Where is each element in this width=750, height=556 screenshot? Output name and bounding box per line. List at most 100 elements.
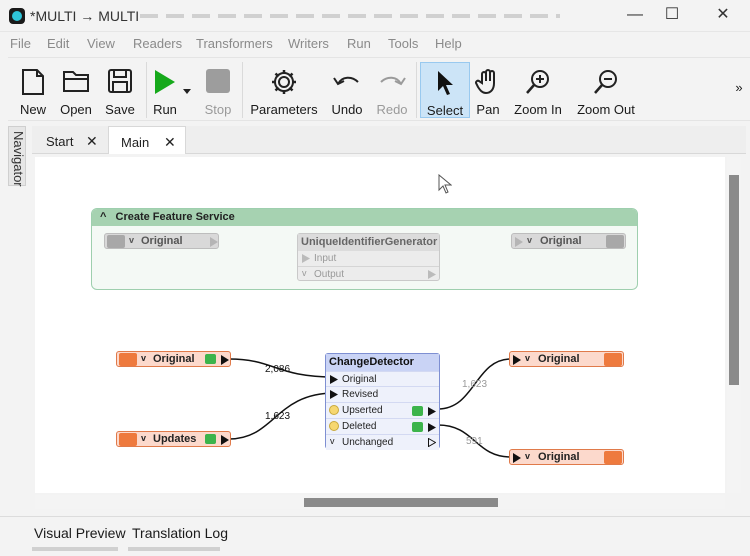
output-port-icon [428, 423, 436, 432]
attribute-icon[interactable] [329, 421, 339, 431]
layers-icon [604, 451, 622, 464]
port-upserted[interactable]: Upserted [326, 402, 439, 418]
navigator-label: Navigator [11, 131, 26, 187]
layers-icon [604, 353, 622, 366]
toolbar: New Open Save Run Stop Parameters Undo R… [8, 57, 750, 121]
open-button[interactable]: Open [56, 62, 96, 118]
output-port-icon [428, 407, 436, 416]
new-file-icon [22, 69, 44, 95]
select-button[interactable]: Select [420, 62, 470, 118]
redo-button[interactable]: Redo [372, 62, 412, 118]
output-port-icon[interactable] [221, 435, 229, 445]
bookmark-header[interactable]: ^ Create Feature Service [92, 209, 637, 226]
chevron-down-icon[interactable]: v [330, 436, 335, 446]
output-port-icon [428, 438, 436, 447]
eye-icon[interactable] [205, 434, 216, 444]
menu-edit[interactable]: Edit [47, 36, 70, 51]
menu-file[interactable]: File [10, 36, 31, 51]
input-port-icon[interactable] [513, 453, 521, 463]
tab-main[interactable]: Main ✕ [108, 126, 186, 154]
port-deleted[interactable]: Deleted [326, 418, 439, 434]
zoom-in-icon [526, 70, 549, 94]
writer-original-deleted[interactable]: v Original [509, 449, 624, 465]
run-button[interactable]: Run [148, 62, 182, 118]
reader-updates[interactable]: v Updates [116, 431, 231, 447]
minimize-button[interactable]: — [627, 6, 643, 23]
close-window-button[interactable]: ✕ [716, 6, 730, 23]
tab-translation-log[interactable]: Translation Log [132, 525, 228, 541]
chevron-down-icon[interactable]: v [129, 235, 135, 245]
save-button[interactable]: Save [100, 62, 140, 118]
menu-tools[interactable]: Tools [388, 36, 419, 51]
menu-help[interactable]: Help [435, 36, 462, 51]
tab-main-close-icon[interactable]: ✕ [164, 134, 176, 150]
tab-main-label: Main [121, 135, 150, 150]
output-port-icon[interactable] [221, 355, 229, 365]
port-original[interactable]: Original [326, 371, 439, 387]
input-port-icon[interactable] [515, 237, 523, 247]
menu-writers[interactable]: Writers [288, 36, 329, 51]
port-input[interactable]: Input [298, 251, 439, 267]
menu-transformers[interactable]: Transformers [196, 36, 273, 51]
mouse-pointer-icon [438, 174, 452, 194]
toolbar-separator [242, 62, 243, 118]
window-title: *MULTI → MULTI [30, 8, 140, 24]
new-button[interactable]: New [12, 62, 54, 118]
maximize-button[interactable]: ☐ [664, 6, 680, 23]
cursor-arrow-icon [438, 71, 453, 95]
zoom-in-button[interactable]: Zoom In [510, 62, 566, 118]
input-port-icon [330, 390, 338, 399]
bottom-panel-tabs: Visual Preview Translation Log [0, 516, 750, 556]
chevron-down-icon[interactable]: v [302, 268, 307, 278]
pan-button[interactable]: Pan [472, 62, 504, 118]
eye-icon[interactable] [412, 422, 423, 432]
vertical-scrollbar[interactable] [727, 157, 741, 493]
tab-underline [32, 547, 118, 551]
parameters-button[interactable]: Parameters [248, 62, 320, 118]
reader-original[interactable]: v Original [116, 351, 231, 367]
eye-icon[interactable] [205, 354, 216, 364]
bookmark-writer-original[interactable]: v Original [511, 233, 626, 249]
chevron-down-icon[interactable]: v [141, 433, 147, 443]
stop-icon [206, 69, 230, 93]
menu-readers[interactable]: Readers [133, 36, 183, 51]
tab-visual-preview[interactable]: Visual Preview [34, 525, 126, 541]
stop-button[interactable]: Stop [200, 62, 236, 118]
output-port-icon[interactable] [210, 237, 218, 247]
attribute-icon[interactable] [329, 405, 339, 415]
bookmark-collapse-icon[interactable]: ^ [100, 211, 107, 223]
run-dropdown-button[interactable] [182, 62, 192, 118]
chevron-down-icon[interactable]: v [141, 353, 147, 363]
chevron-down-icon[interactable]: v [525, 353, 531, 363]
zoom-out-button[interactable]: Zoom Out [572, 62, 640, 118]
port-revised[interactable]: Revised [326, 386, 439, 402]
tab-start-label: Start [46, 134, 74, 149]
transformer-change-detector[interactable]: ChangeDetector Original Revised Upserted… [325, 353, 440, 450]
folder-icon [63, 71, 89, 92]
toolbar-overflow-button[interactable]: » [735, 80, 743, 95]
chevron-down-icon[interactable]: v [525, 451, 531, 461]
navigator-tab[interactable]: Navigator [8, 126, 26, 187]
layers-icon [606, 235, 624, 248]
undo-button[interactable]: Undo [326, 62, 368, 118]
menu-run[interactable]: Run [347, 36, 371, 51]
port-unchanged[interactable]: v Unchanged [326, 434, 439, 450]
workspace-canvas[interactable]: ^ Create Feature Service v Original Uniq… [35, 157, 725, 493]
bookmark-create-feature-service[interactable]: ^ Create Feature Service v Original Uniq… [91, 208, 638, 290]
transformer-unique-identifier-generator[interactable]: UniqueIdentifierGenerator Input v Output [297, 233, 440, 281]
tab-start[interactable]: Start ✕ [34, 126, 104, 154]
output-port-icon [428, 270, 436, 279]
hand-icon [475, 69, 495, 95]
writer-original-upserted[interactable]: v Original [509, 351, 624, 367]
port-output[interactable]: v Output [298, 266, 439, 282]
tab-start-close-icon[interactable]: ✕ [86, 133, 98, 149]
menu-bar: File Edit View Readers Transformers Writ… [0, 33, 750, 55]
eye-icon[interactable] [412, 406, 423, 416]
input-port-icon[interactable] [513, 355, 521, 365]
horizontal-scrollbar-thumb[interactable] [304, 498, 498, 507]
horizontal-scrollbar[interactable] [35, 495, 725, 509]
menu-view[interactable]: View [87, 36, 115, 51]
chevron-down-icon[interactable]: v [527, 235, 533, 245]
vertical-scrollbar-thumb[interactable] [729, 175, 739, 385]
bookmark-reader-original[interactable]: v Original [104, 233, 219, 249]
